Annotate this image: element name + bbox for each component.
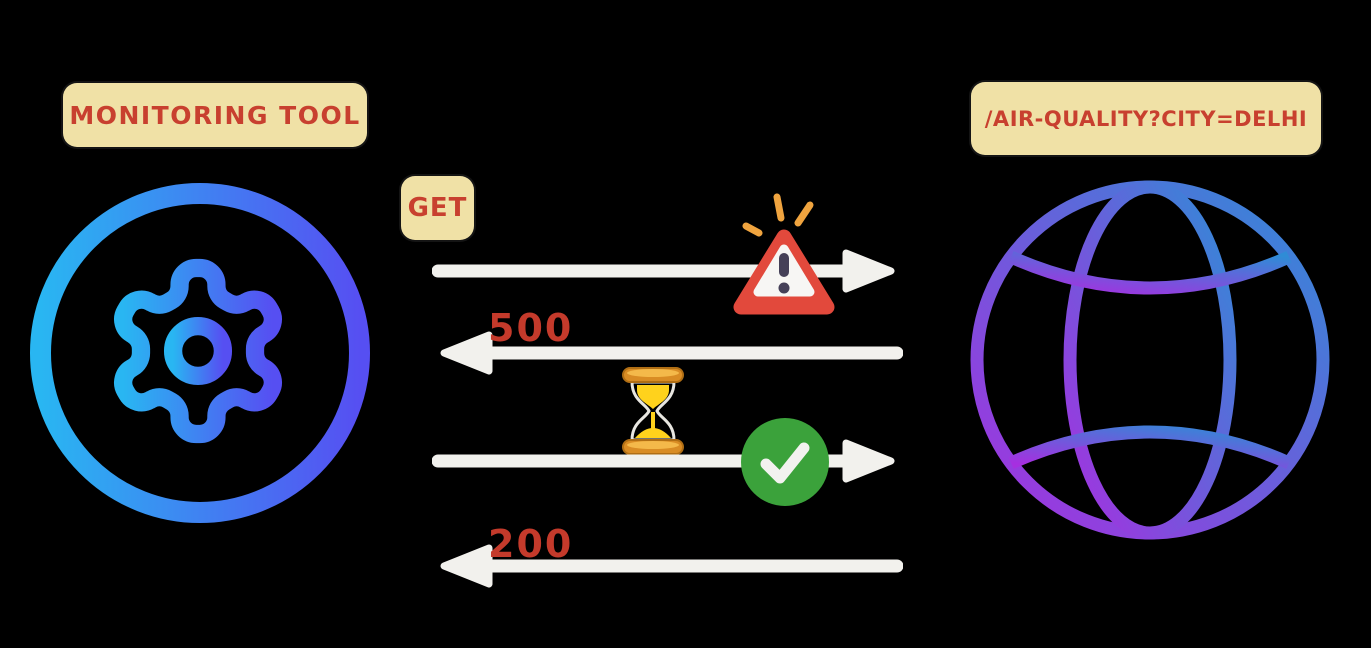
- warning-icon: [733, 193, 835, 315]
- http-method-badge: GET: [401, 176, 474, 240]
- hourglass-icon: [622, 367, 684, 455]
- success-check-icon: [741, 418, 829, 506]
- status-code-200: 200: [488, 522, 574, 566]
- endpoint-label: /AIR-QUALITY?CITY=DELHI: [971, 82, 1321, 155]
- globe-icon: [970, 180, 1330, 540]
- gear-icon: [30, 183, 370, 523]
- monitoring-tool-label: MONITORING TOOL: [63, 83, 367, 147]
- request-arrow-2 arrow-right-icon: [432, 439, 895, 483]
- status-code-500: 500: [488, 306, 574, 350]
- response-arrow-200 arrow-left-icon: [440, 544, 903, 588]
- response-arrow-500 arrow-left-icon: [440, 331, 903, 375]
